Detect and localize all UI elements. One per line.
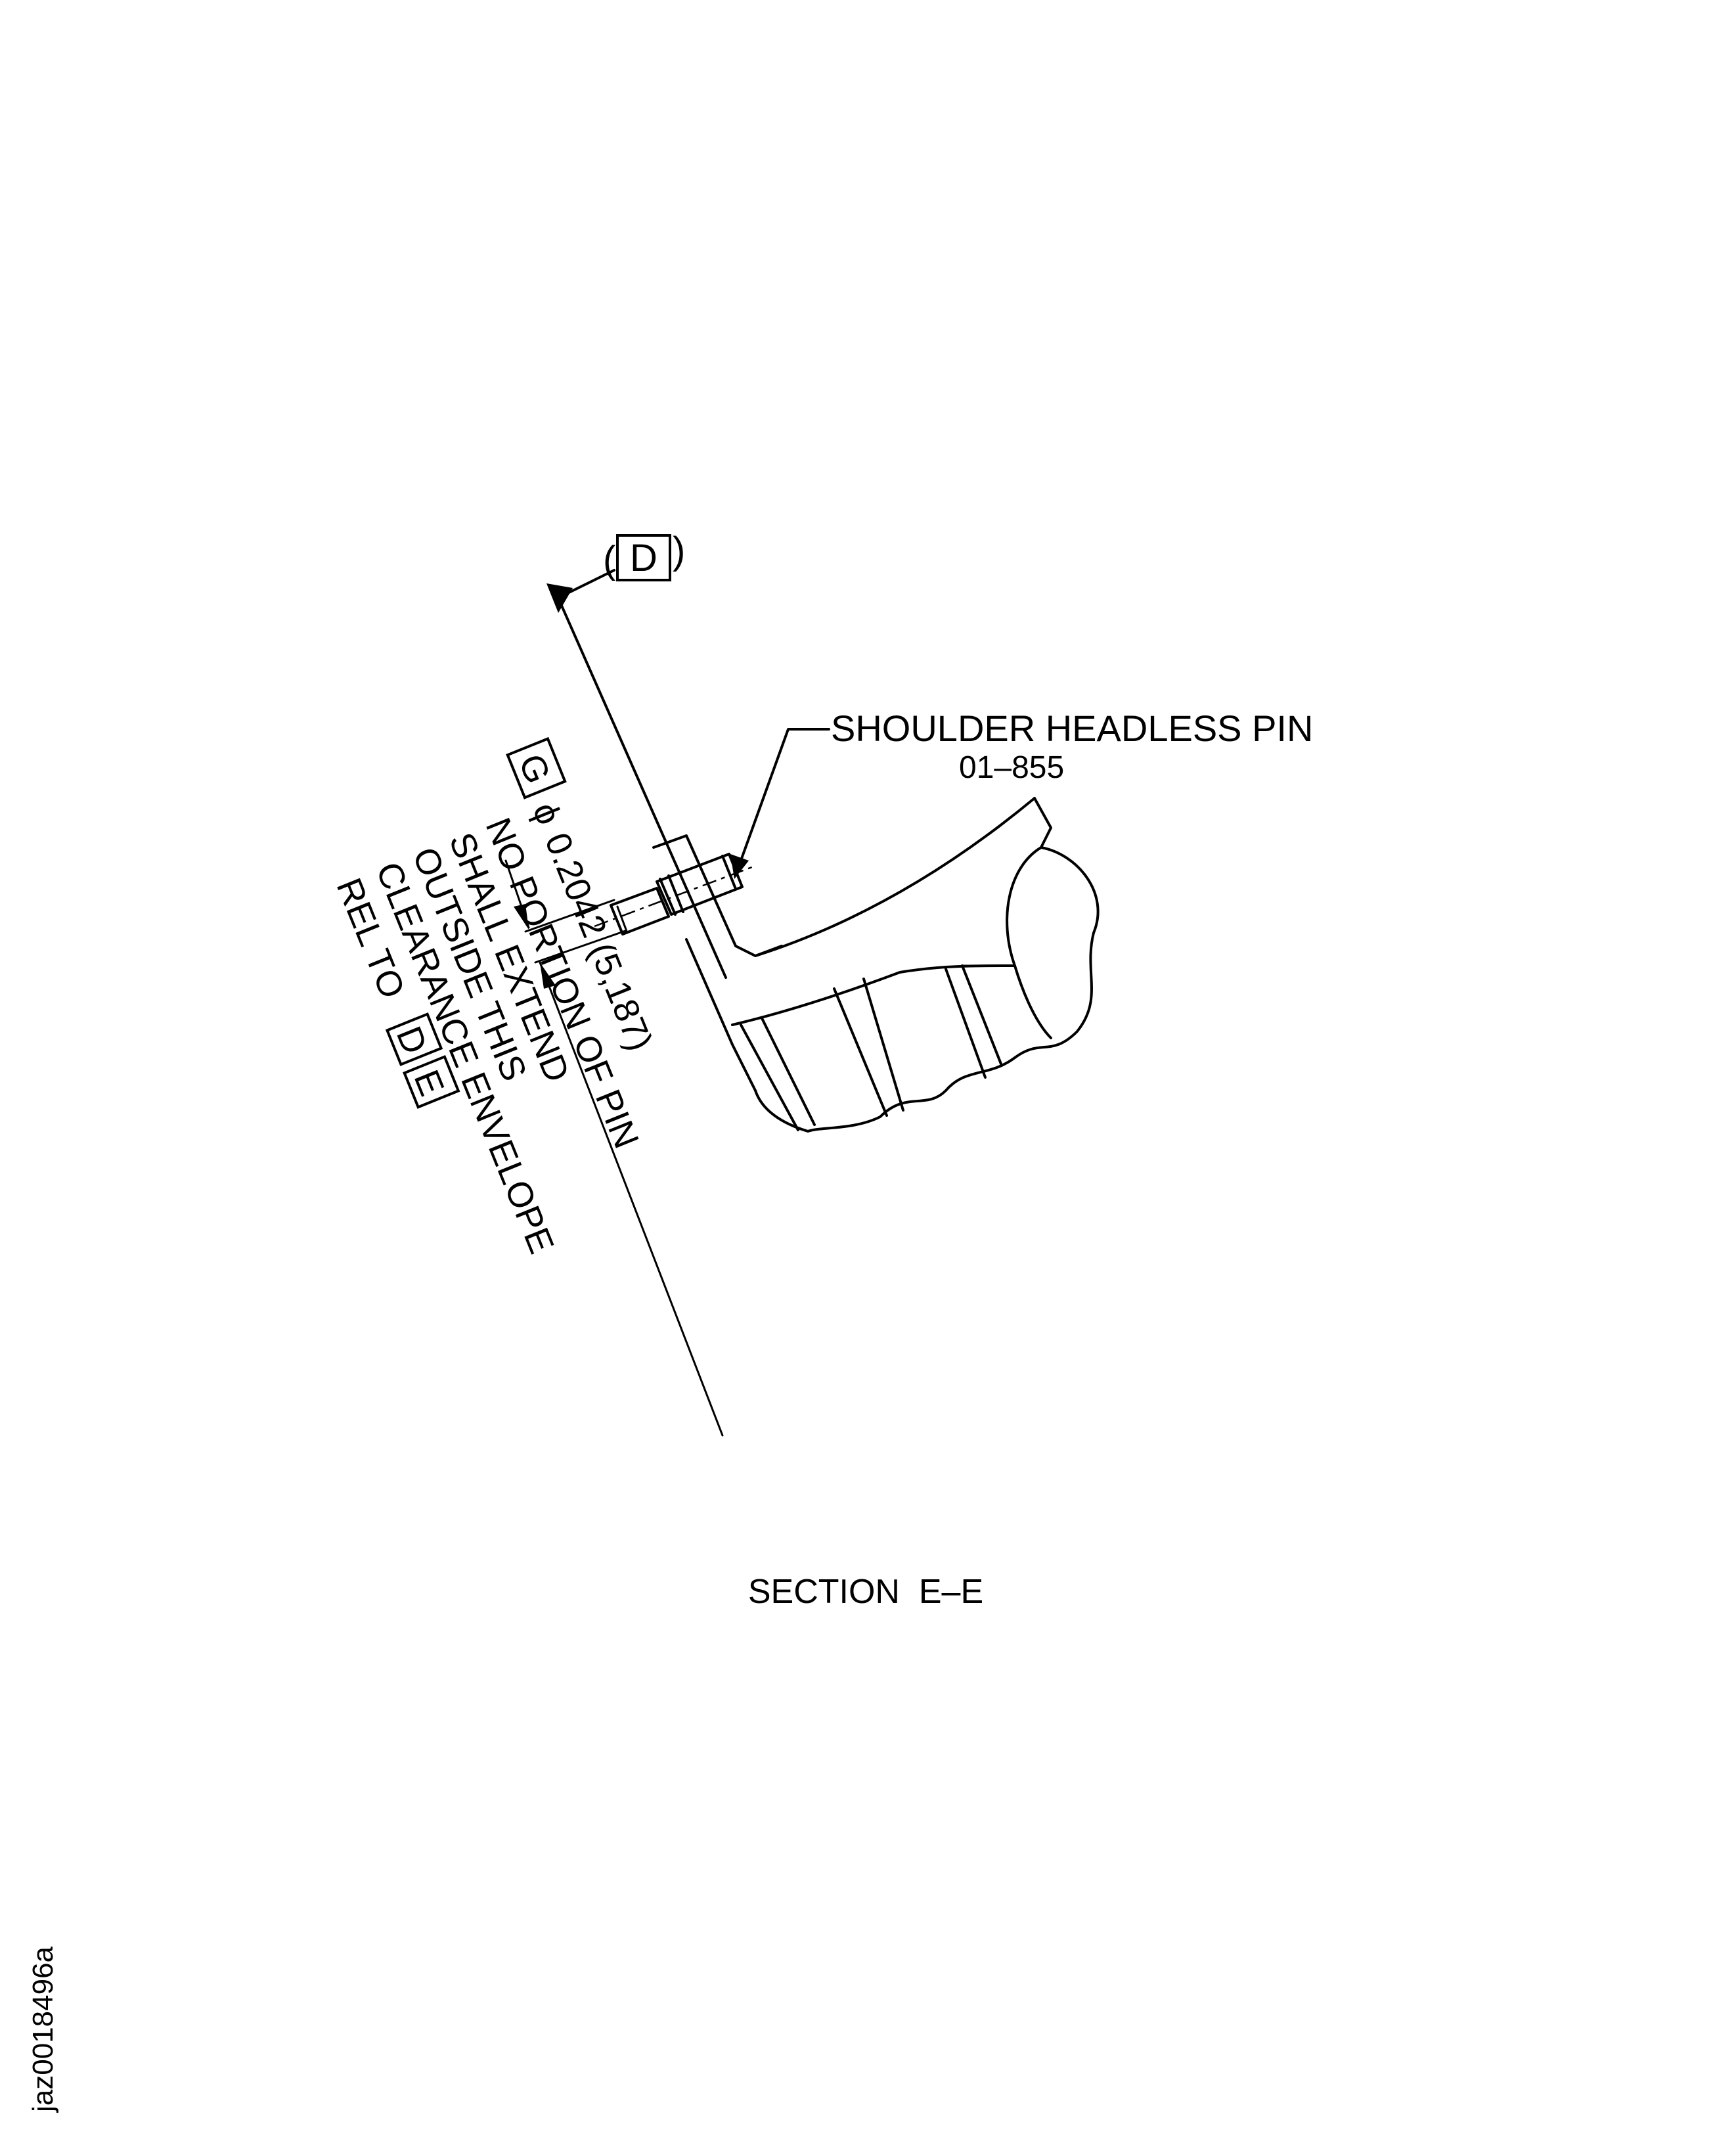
datum-close-paren: ) <box>673 530 685 572</box>
part-callout: SHOULDER HEADLESS PIN 01–855 <box>730 708 1313 879</box>
extension-line-1 <box>524 899 615 933</box>
body-break-line <box>754 846 1100 1133</box>
dimension-arrow-lower-icon <box>540 962 556 989</box>
part-name-label: SHOULDER HEADLESS PIN <box>831 708 1313 749</box>
body-rib-5 <box>945 968 987 1079</box>
datum-g-symbol: G <box>506 736 567 800</box>
datum-d-letter: D <box>630 537 657 579</box>
datum-open-paren: ( <box>603 539 615 581</box>
dimension-arrow-upper-icon <box>514 904 529 930</box>
body-rib-1 <box>740 1024 799 1131</box>
shoulder-headless-pin <box>594 853 756 935</box>
body-rib-3 <box>833 987 888 1117</box>
tolerance-note: G ϕ 0.2042 (5,187) NO PORTION OF PIN SHA… <box>328 736 660 1259</box>
callout-leader-line <box>738 728 830 867</box>
diameter-symbol: ϕ <box>525 797 569 830</box>
pin-shoulder-line-1 <box>659 878 677 916</box>
extension-line-2 <box>534 930 627 964</box>
datum-g-box <box>506 736 567 800</box>
pin-end-chamfer <box>721 855 737 890</box>
bracket-body <box>652 797 1100 1133</box>
bracket-stem <box>685 938 757 1092</box>
body-rib-2 <box>761 1017 816 1126</box>
part-number-label: 01–855 <box>959 750 1064 785</box>
rel-to-datum-d-box <box>385 1012 443 1066</box>
body-top-curve <box>754 797 1036 957</box>
body-inner-curve <box>1006 846 1052 1039</box>
datum-arrowhead-icon <box>546 583 573 613</box>
rel-to-datum-e-box <box>403 1054 460 1109</box>
dimension-line-lower <box>539 961 724 1437</box>
diameter-dimension <box>504 859 724 1437</box>
pin-tip <box>610 887 670 935</box>
pin-tip-chamfer <box>616 905 629 934</box>
drawing-id: jaz0018496a <box>27 1946 59 2113</box>
body-rib-4 <box>862 978 904 1112</box>
datum-leader-elbow <box>564 569 615 596</box>
datum-d-box <box>616 534 671 581</box>
datum-d-reference: ( D ) <box>546 530 727 979</box>
section-label: SECTION E–E <box>748 1573 983 1611</box>
pin-shoulder-line-2 <box>667 874 684 913</box>
pin-shank <box>656 853 744 916</box>
body-rib-6 <box>961 964 1003 1067</box>
datum-leader-line <box>558 600 727 979</box>
body-right-edge <box>1033 797 1052 849</box>
